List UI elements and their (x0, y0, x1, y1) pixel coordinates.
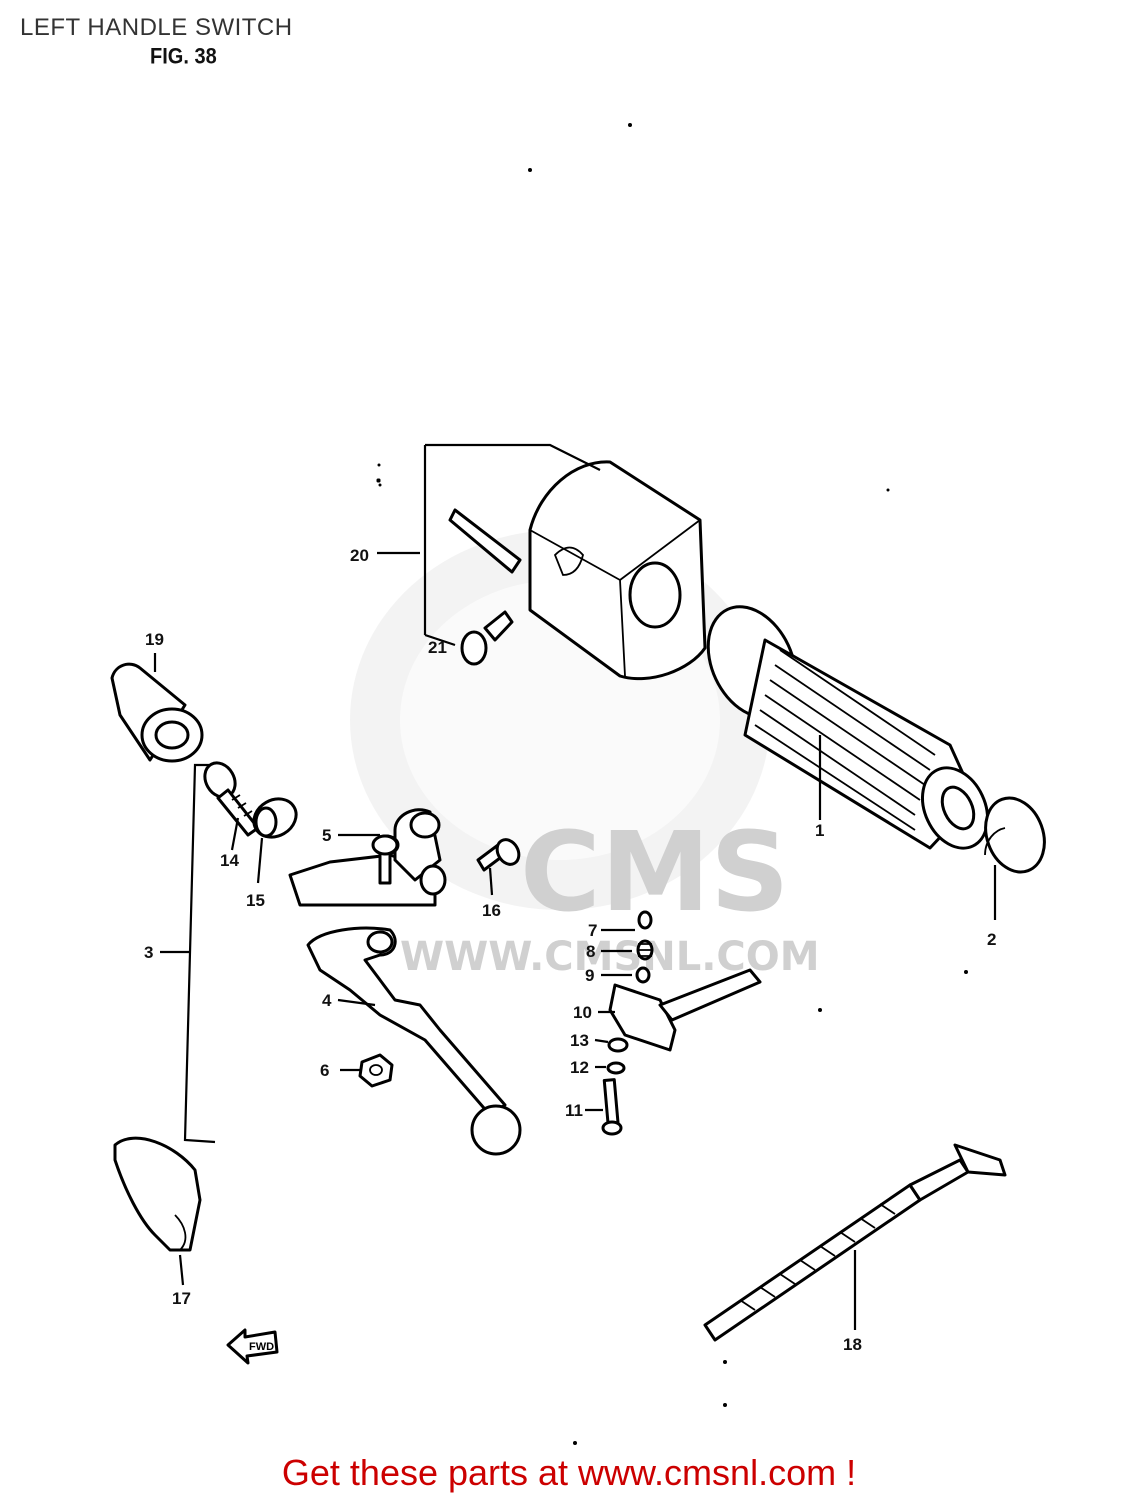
fwd-label: FWD (249, 1341, 274, 1353)
housing-screw (460, 610, 514, 666)
callout-17: 17 (172, 1289, 191, 1308)
cable-tie (703, 1143, 1007, 1342)
callout-4: 4 (322, 991, 332, 1010)
boot (110, 662, 204, 763)
callout-18: 18 (843, 1335, 862, 1354)
callout-7: 7 (588, 921, 597, 940)
callout-9: 9 (585, 966, 594, 985)
watermark-brand: CMS (520, 808, 789, 936)
grip-end (984, 796, 1046, 874)
watermark-url: WWW.CMSNL.COM (400, 934, 820, 980)
callout-8: 8 (586, 942, 595, 961)
lever-holder (288, 463, 447, 907)
callout-19: 19 (145, 630, 164, 649)
lever-cover (113, 1136, 202, 1252)
lever-pivot-bolt (371, 834, 400, 885)
callout-11: 11 (565, 1101, 583, 1120)
callout-labels: 20 21 19 1 2 3 5 4 6 14 15 16 7 8 9 10 1… (144, 546, 996, 1354)
callout-16: 16 (482, 901, 501, 920)
clutch-lever (306, 926, 522, 1156)
callout-14: 14 (220, 851, 239, 870)
collar (252, 797, 298, 839)
lever-assembly-bracket (183, 763, 218, 1144)
callout-13: 13 (570, 1031, 589, 1050)
leader-lines (153, 551, 997, 1330)
callout-3: 3 (144, 943, 153, 962)
callout-5: 5 (322, 826, 331, 845)
grip (706, 605, 989, 850)
switch-housing (423, 443, 707, 681)
callout-10: 10 (573, 1003, 592, 1022)
screw-16 (476, 838, 521, 872)
nut (358, 1053, 394, 1088)
callout-2: 2 (987, 930, 996, 949)
footer-link[interactable]: Get these parts at www.cmsnl.com ! (281, 1452, 857, 1493)
bolt (203, 761, 260, 837)
callout-21: 21 (428, 638, 447, 657)
callout-1: 1 (815, 821, 824, 840)
diagram-title: LEFT HANDLE SWITCH (20, 14, 293, 41)
figure-number: FIG. 38 (150, 44, 217, 70)
fwd-arrow: FWD (226, 1328, 279, 1365)
callout-6: 6 (320, 1061, 329, 1080)
clutch-switch (601, 910, 762, 1136)
callout-20: 20 (350, 546, 369, 565)
speckles (528, 123, 968, 1445)
callout-12: 12 (570, 1058, 589, 1077)
callout-15: 15 (246, 891, 265, 910)
